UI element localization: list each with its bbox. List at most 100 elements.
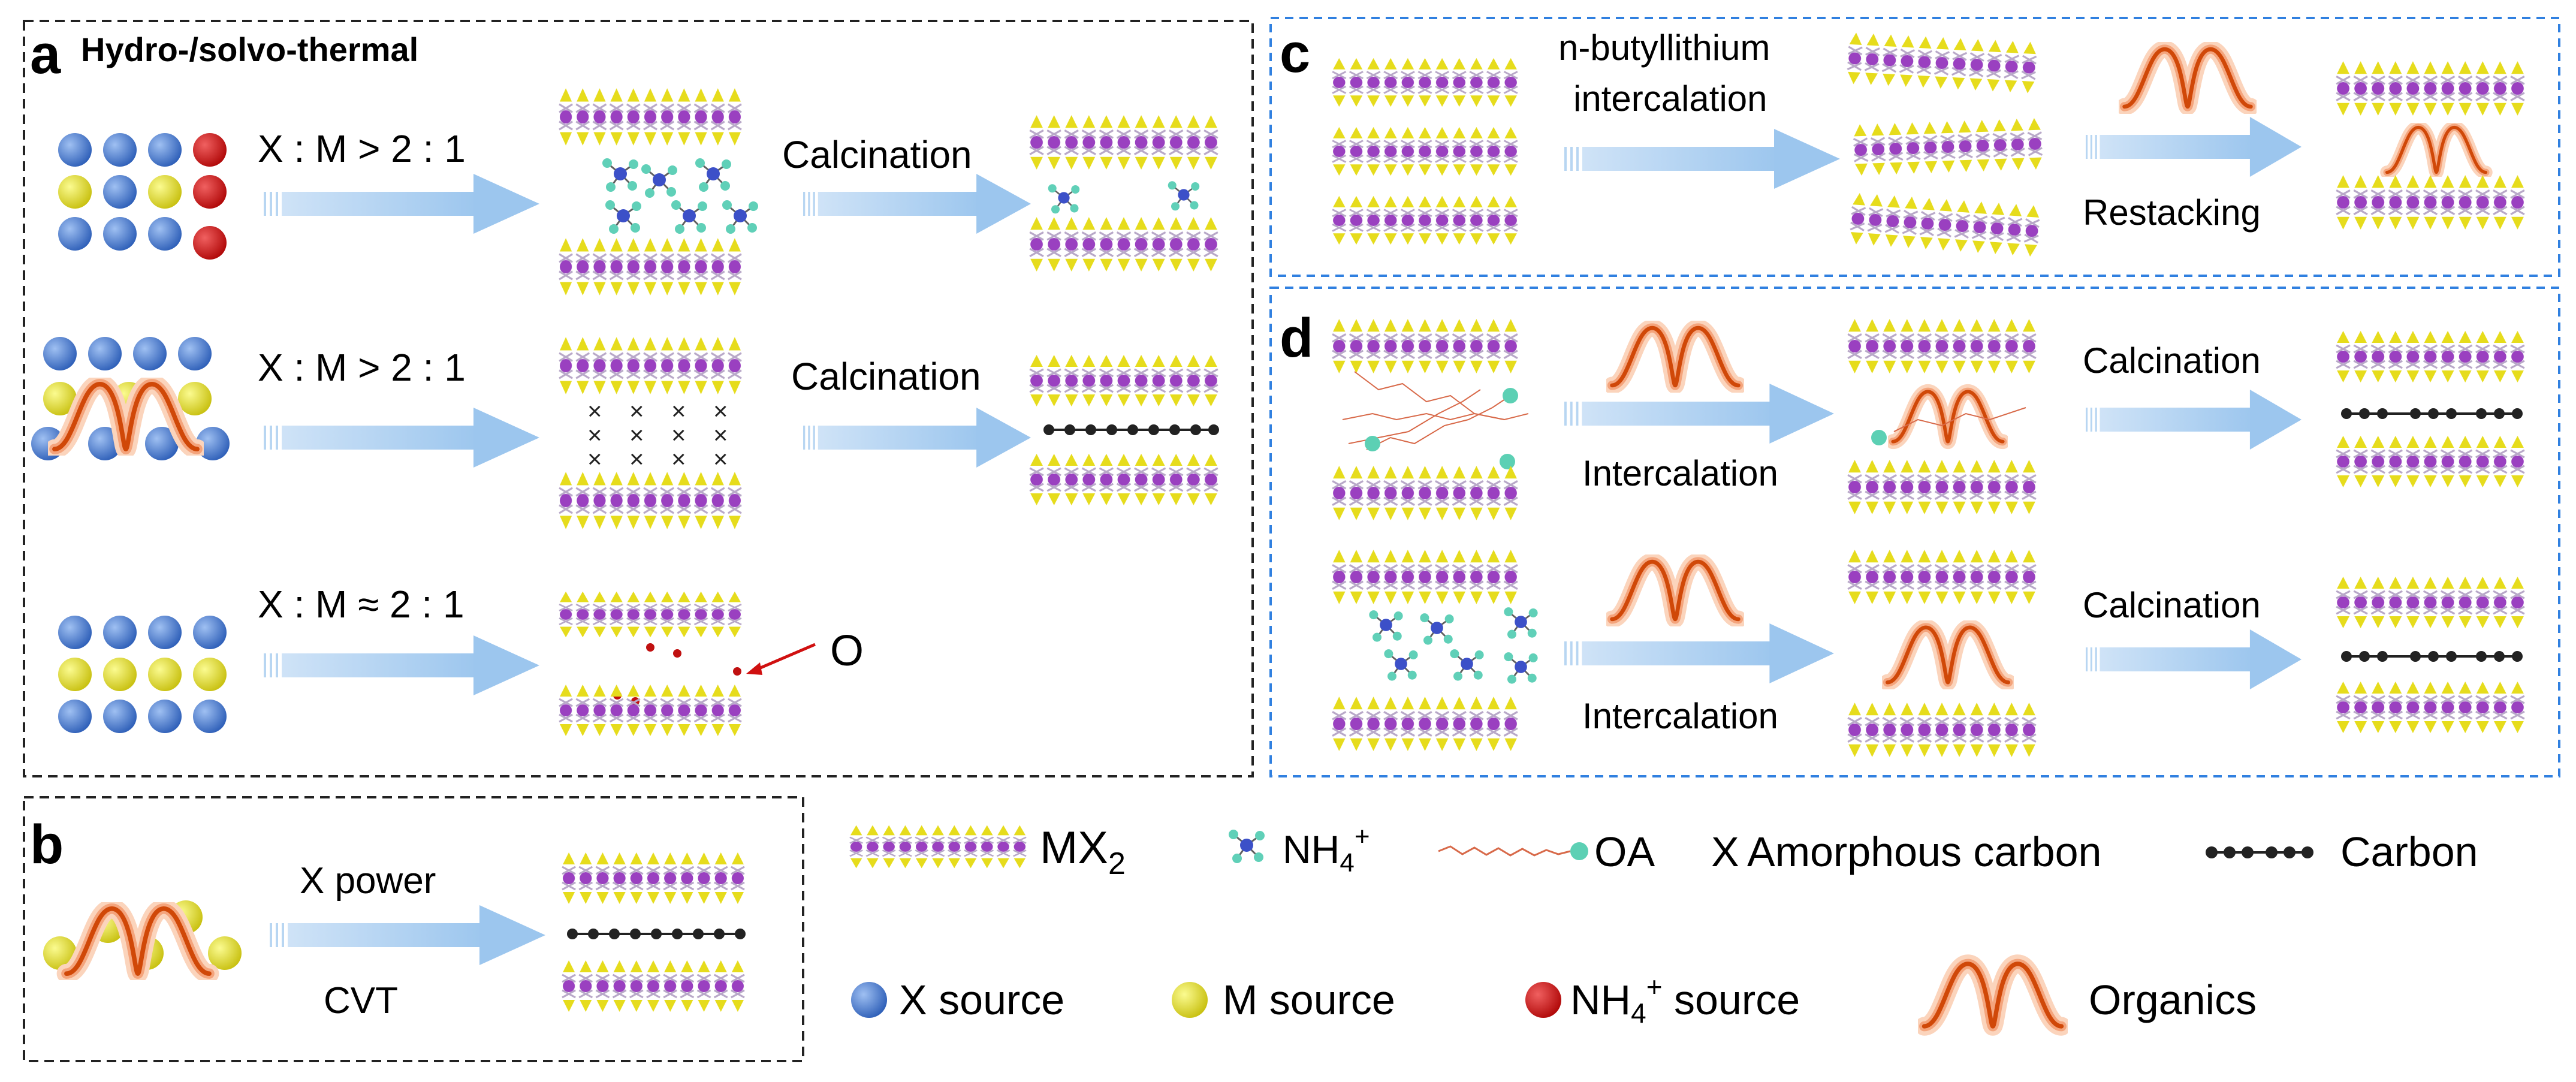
arrow-icon	[264, 408, 539, 468]
arrow-icon	[2086, 390, 2301, 450]
panel-a-letter: a	[30, 24, 61, 85]
x-atom	[103, 133, 137, 167]
legend-organics: Organics	[1924, 964, 2257, 1026]
arrow-icon	[2086, 629, 2301, 689]
svg-text:×: ×	[713, 397, 728, 425]
m-source-icon	[1172, 982, 1208, 1018]
nh4-legend-icon	[1227, 828, 1266, 864]
svg-text:×: ×	[629, 445, 644, 473]
panel-a-title: Hydro-/solvo-thermal	[81, 31, 418, 68]
oxygen-pointer	[752, 643, 816, 673]
row2-step: Calcination	[791, 355, 981, 398]
mx2-label: MX	[1040, 822, 1108, 873]
mx2-layer	[1331, 465, 1519, 522]
mx2-layer	[2334, 174, 2526, 231]
arrow-icon	[264, 174, 539, 234]
x-atom	[88, 337, 122, 370]
mx2-layer	[557, 471, 743, 531]
oa-head-icon	[1570, 842, 1588, 860]
arrow-icon	[1564, 129, 1840, 189]
m-atom	[43, 382, 77, 415]
m-atom	[58, 175, 92, 209]
nh4-molecule	[721, 199, 759, 235]
panel-b: b X power CVT	[23, 796, 804, 1062]
organics-icon	[1612, 562, 1739, 619]
nh4-label: NH	[1283, 827, 1340, 872]
x-atom	[43, 337, 77, 370]
mx2-layer	[2334, 330, 2526, 384]
d-row2-intercalation-label: Intercalation	[1582, 696, 1778, 736]
row1-sources	[58, 133, 227, 260]
nh4-molecule	[670, 199, 708, 235]
nh4-molecule	[1503, 651, 1539, 685]
nh4-molecule	[1368, 609, 1404, 643]
x-atom	[58, 700, 92, 733]
row2-ratio: X : M > 2 : 1	[258, 346, 466, 389]
cvt-label: CVT	[324, 980, 398, 1021]
mx2-layer	[557, 590, 743, 638]
oa-head	[1871, 430, 1887, 445]
nh4-superscript: +	[1355, 822, 1370, 851]
svg-text:×: ×	[587, 421, 602, 449]
m-atom	[58, 658, 92, 691]
mx2-layer	[557, 237, 743, 297]
legend-nh4-source: NH4+ source	[1525, 971, 1800, 1029]
svg-text:NH4+ source: NH4+ source	[1570, 971, 1800, 1029]
nh4-molecule	[601, 157, 640, 193]
organics-icon	[1612, 328, 1739, 385]
m-atom	[178, 382, 212, 415]
x-atom	[58, 133, 92, 167]
svg-text:×: ×	[671, 421, 686, 449]
carbon-chain	[567, 929, 746, 939]
mx2-layer	[2334, 575, 2526, 629]
arrow-icon	[803, 408, 1031, 468]
panel-b-sources	[43, 900, 242, 974]
x-atom	[103, 616, 137, 649]
mx2-layer	[1331, 695, 1519, 752]
m-atom	[208, 936, 242, 970]
nh4-subscript: 4	[1340, 848, 1354, 878]
mx2-layer	[1846, 459, 2038, 516]
svg-text:×: ×	[587, 445, 602, 473]
row2-sources	[31, 337, 230, 460]
x-atom	[193, 616, 227, 649]
m-atom	[193, 658, 227, 691]
mx2-layer	[1331, 57, 1519, 108]
mx2-layer	[1851, 116, 2045, 177]
row3-ratio: X : M ≈ 2 : 1	[258, 583, 464, 626]
organics-legend-icon	[1924, 964, 2061, 1026]
x-atom	[103, 175, 137, 209]
nh4-atom	[193, 226, 227, 260]
arrowhead-icon	[746, 662, 762, 675]
mx2-layer	[1331, 318, 1519, 375]
carbon-chain	[2341, 408, 2523, 419]
x-atom	[133, 337, 167, 370]
legend: MX2 NH4+ OA X Amorphous carbon Carbon X …	[848, 822, 2478, 1029]
oxygen-label: O	[830, 627, 864, 675]
x-atom	[103, 217, 137, 251]
nh4-molecule	[1167, 180, 1200, 212]
x-atom	[178, 337, 212, 370]
mx2-layer	[560, 851, 746, 905]
amorphous-carbon-marks: ×××× ×××× ××××	[587, 397, 728, 473]
amorphous-carbon-label: Amorphous carbon	[1747, 828, 2101, 875]
nh4-molecule	[1047, 183, 1081, 215]
nh4-source-subscript: 4	[1631, 997, 1646, 1029]
x-atom	[148, 133, 182, 167]
svg-text:×: ×	[587, 397, 602, 425]
oa-chain-icon	[1438, 845, 1571, 857]
organics-icon	[2125, 49, 2251, 107]
x-atom	[145, 427, 179, 460]
x-atom	[196, 427, 230, 460]
svg-text:MX2: MX2	[1040, 822, 1126, 881]
mx2-layer	[557, 336, 743, 396]
svg-text:×: ×	[671, 397, 686, 425]
panel-b-letter: b	[30, 814, 64, 875]
mx2-layer	[1846, 318, 2038, 375]
legend-m-source: M source	[1172, 976, 1395, 1023]
panel-c: c n-butyllithium intercalation Restackin…	[1269, 17, 2560, 277]
legend-carbon: Carbon	[2206, 828, 2478, 875]
nh4-molecule	[1449, 648, 1485, 682]
svg-text:×: ×	[713, 445, 728, 473]
mx2-subscript: 2	[1108, 846, 1126, 881]
